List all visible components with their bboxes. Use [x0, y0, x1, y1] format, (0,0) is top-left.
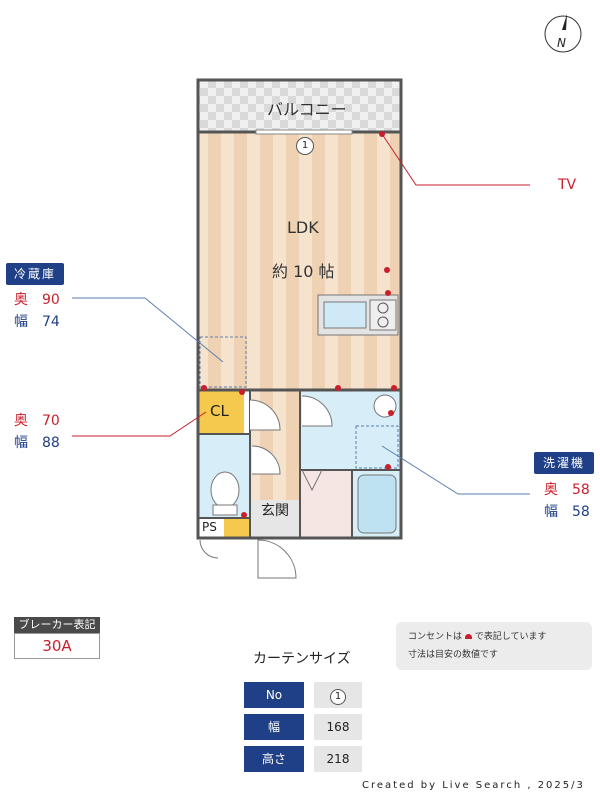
- door-bath: [301, 469, 323, 492]
- toilet-tank: [212, 504, 238, 516]
- kitchen-sink: [323, 301, 367, 329]
- stove-burner-1: [377, 302, 389, 314]
- breaker-value: 30A: [14, 633, 100, 659]
- curtain-row-value: 218: [314, 746, 362, 772]
- outlet-marker: [201, 385, 207, 391]
- curtain-row-height: 高さ 218: [244, 746, 362, 772]
- compass: N: [542, 10, 584, 58]
- door-closet: [249, 399, 281, 431]
- balcony-area: [197, 79, 402, 133]
- curtain-table: No 1 幅 168 高さ 218: [244, 682, 362, 772]
- washer-depth-label: 奥: [544, 482, 558, 498]
- fridge-depth-value: 90: [42, 292, 60, 308]
- note-line-1-post: で表記しています: [474, 632, 547, 642]
- ps-area: [198, 518, 222, 538]
- closet-depth-value: 70: [42, 413, 60, 429]
- notes-box: コンセントは で表記しています 寸法は目安の数値です: [396, 622, 592, 670]
- closet-width-row: 幅 88: [14, 433, 60, 453]
- door-washroom: [301, 395, 333, 427]
- curtain-row-label: 高さ: [244, 746, 304, 772]
- closet-width-value: 88: [42, 435, 60, 451]
- closet-label: CL: [210, 402, 229, 420]
- stove-burner-2: [377, 316, 389, 328]
- door-ps: [199, 539, 219, 559]
- curtain-row-label: 幅: [244, 714, 304, 740]
- ldk-label: LDK: [287, 218, 319, 237]
- outlet-marker: [335, 385, 341, 391]
- fridge-title: 冷蔵庫: [6, 263, 64, 285]
- bathtub: [357, 474, 397, 534]
- door-entrance: [257, 539, 297, 579]
- fridge-leader-line: [72, 297, 224, 363]
- outlet-marker: [384, 267, 390, 273]
- compass-icon: [544, 14, 582, 53]
- balcony-window: [255, 129, 353, 135]
- curtain-row-value: 1: [314, 682, 362, 708]
- outlet-marker: [385, 464, 391, 470]
- tv-leader-line: [381, 133, 530, 186]
- entrance-area: [250, 500, 300, 538]
- entrance-label: 玄関: [261, 503, 289, 519]
- fridge-width-row: 幅 74: [14, 312, 60, 332]
- washer-depth-value: 58: [572, 482, 590, 498]
- window-number: 1: [301, 140, 309, 151]
- kitchen-stove: [369, 299, 397, 331]
- washer-width-value: 58: [572, 504, 590, 520]
- curtain-title: カーテンサイズ: [253, 651, 351, 667]
- note-line-1-pre: コンセントは: [408, 632, 463, 642]
- washer-depth-row: 奥 58: [544, 480, 590, 500]
- balcony-label: バルコニー: [267, 100, 347, 119]
- fridge-space: [199, 336, 247, 388]
- ldk-floor: [198, 132, 401, 390]
- compass-north-label: N: [557, 36, 566, 50]
- note-line-1: コンセントは で表記しています: [408, 628, 580, 646]
- closet-depth-label: 奥: [14, 413, 28, 429]
- meter-box: [224, 518, 250, 538]
- window-number-badge: 1: [296, 137, 314, 155]
- outlet-marker: [241, 512, 247, 518]
- closet-leader-line: [72, 411, 207, 437]
- curtain-number: 1: [334, 691, 342, 702]
- curtain-row-width: 幅 168: [244, 714, 362, 740]
- ps-label: PS: [202, 520, 217, 534]
- curtain-row-value: 168: [314, 714, 362, 740]
- tv-label: TV: [558, 177, 577, 193]
- washer-title: 洗濯機: [534, 452, 594, 474]
- closet-depth-row: 奥 70: [14, 411, 60, 431]
- fridge-width-label: 幅: [14, 314, 28, 330]
- fridge-width-value: 74: [42, 314, 60, 330]
- ldk-size-label: 約 10 帖: [272, 262, 335, 281]
- door-toilet: [251, 445, 281, 475]
- washer-leader-line: [381, 445, 530, 495]
- outlet-legend-icon: [464, 634, 472, 639]
- breaker-title: ブレーカー表記: [14, 617, 100, 633]
- washer-width-row: 幅 58: [544, 502, 590, 522]
- washer-width-label: 幅: [544, 504, 558, 520]
- curtain-row-no: No 1: [244, 682, 362, 708]
- fridge-depth-label: 奥: [14, 292, 28, 308]
- washer-space: [355, 425, 399, 469]
- closet-width-label: 幅: [14, 435, 28, 451]
- curtain-row-label: No: [244, 682, 304, 708]
- outlet-marker: [388, 410, 394, 416]
- outlet-marker: [391, 385, 397, 391]
- breaker-box: ブレーカー表記 30A: [14, 617, 100, 659]
- toilet: [210, 471, 240, 509]
- outlet-markers: [201, 131, 397, 518]
- outlet-marker: [385, 290, 391, 296]
- outlet-marker: [239, 389, 245, 395]
- fridge-depth-row: 奥 90: [14, 290, 60, 310]
- credit-text: Created by Live Search , 2025/3: [362, 780, 585, 791]
- curtain-number-badge: 1: [330, 689, 346, 705]
- dressing-floor: [300, 470, 352, 538]
- note-line-2: 寸法は目安の数値です: [408, 650, 499, 660]
